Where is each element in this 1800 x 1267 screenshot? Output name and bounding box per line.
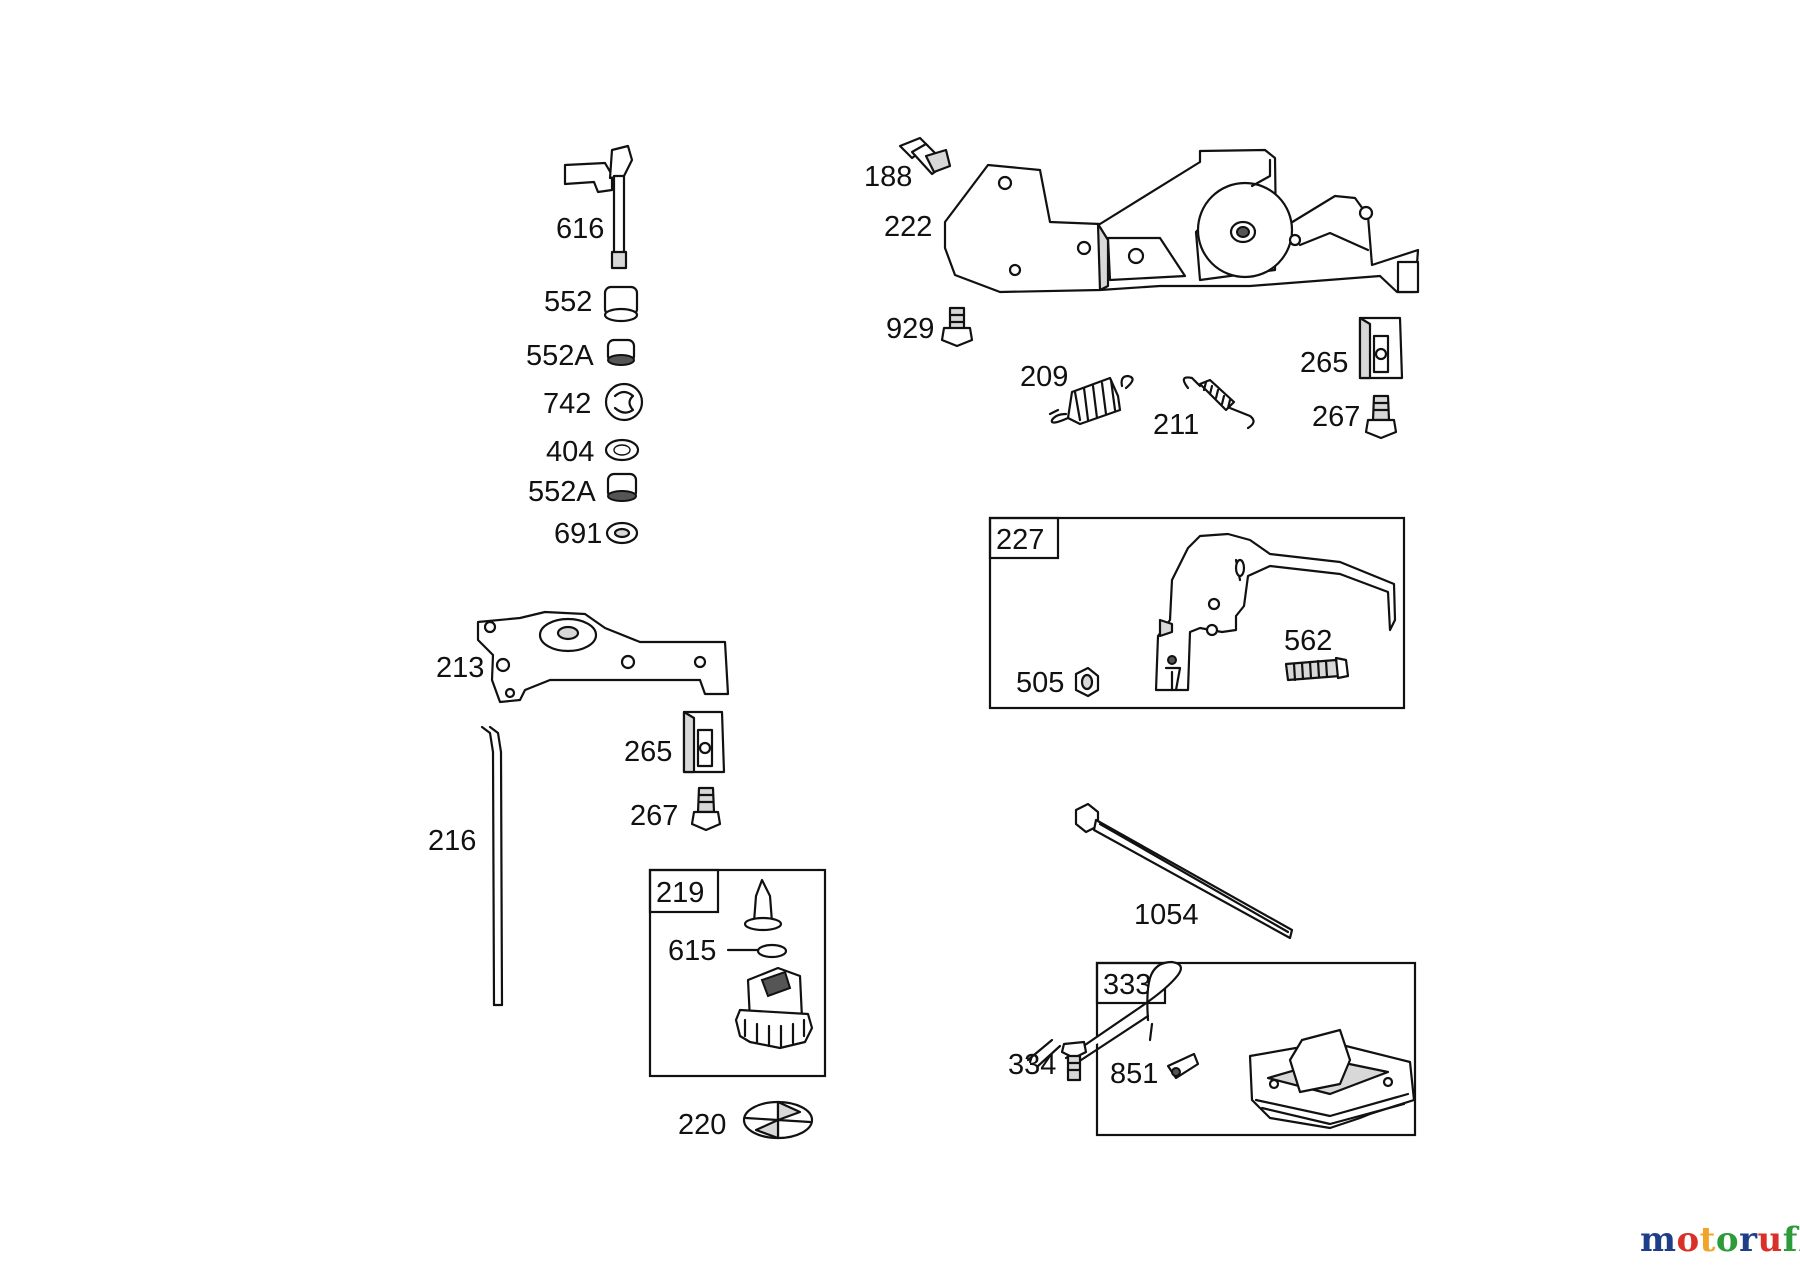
part-188-bolt <box>898 136 952 176</box>
part-404-washer <box>604 438 640 462</box>
label-552: 552 <box>544 286 592 318</box>
logo-suffix: .de <box>1798 1240 1800 1254</box>
label-213: 213 <box>436 652 484 684</box>
label-929: 929 <box>886 313 934 345</box>
label-742: 742 <box>543 388 591 420</box>
part-209-governor-spring <box>1048 374 1134 426</box>
logo-letter-1: o <box>1676 1220 1700 1260</box>
label-334: 334 <box>1008 1049 1056 1081</box>
label-691: 691 <box>554 518 602 550</box>
label-552A-lower: 552A <box>528 476 596 508</box>
logo-letter-4: r <box>1739 1220 1758 1260</box>
part-267-screw-right <box>1364 394 1398 440</box>
label-552A-upper: 552A <box>526 340 594 372</box>
part-334-screw <box>1060 1040 1088 1082</box>
label-562: 562 <box>1284 625 1332 657</box>
label-851: 851 <box>1110 1058 1158 1090</box>
part-220-governor-cup <box>742 1100 814 1140</box>
label-265-left: 265 <box>624 736 672 768</box>
part-265-clamp-right <box>1358 316 1404 380</box>
part-227-bracket <box>1154 532 1397 692</box>
logo-letter-6: f <box>1782 1220 1798 1260</box>
label-222: 222 <box>884 211 932 243</box>
part-265-clamp-left <box>682 710 726 774</box>
label-1054: 1054 <box>1134 899 1199 931</box>
logo-letter-3: o <box>1715 1220 1740 1260</box>
label-209: 209 <box>1020 361 1068 393</box>
part-929-screw <box>940 306 974 348</box>
part-267-screw-left <box>690 786 722 832</box>
motoruf-logo: motoruf.de <box>1640 1220 1800 1260</box>
part-216-link-rod <box>480 725 504 1007</box>
label-265-right: 265 <box>1300 347 1348 379</box>
label-616: 616 <box>556 213 604 245</box>
part-552A-bushing-upper <box>606 338 636 366</box>
label-267-left: 267 <box>630 800 678 832</box>
label-267-right: 267 <box>1312 401 1360 433</box>
part-552A-bushing-lower <box>606 472 638 502</box>
logo-letter-2: t <box>1699 1220 1716 1260</box>
part-222-control-bracket <box>943 148 1420 294</box>
part-562-screw <box>1284 656 1350 682</box>
label-188: 188 <box>864 161 912 193</box>
label-219: 219 <box>656 877 704 909</box>
part-333-ignition-armature <box>1026 960 1416 1130</box>
box-219 <box>648 868 827 1078</box>
part-505-nut <box>1074 666 1100 698</box>
part-851-terminal <box>1166 1052 1200 1080</box>
label-333: 333 <box>1103 969 1151 1001</box>
label-404: 404 <box>546 436 594 468</box>
part-1054-cable-tie <box>1074 802 1294 940</box>
part-616-governor-shaft <box>563 144 634 270</box>
label-227: 227 <box>996 524 1044 556</box>
box-227 <box>988 516 1406 710</box>
label-220: 220 <box>678 1109 726 1141</box>
part-213-governor-lever <box>476 610 730 704</box>
part-742-retaining-ring <box>604 382 644 422</box>
logo-letter-5: u <box>1757 1220 1783 1260</box>
label-615: 615 <box>668 935 716 967</box>
label-216: 216 <box>428 825 476 857</box>
part-552-bushing <box>603 285 639 323</box>
label-505: 505 <box>1016 667 1064 699</box>
part-211-spring <box>1182 376 1255 430</box>
logo-letter-0: m <box>1640 1220 1677 1260</box>
label-211: 211 <box>1153 409 1199 441</box>
part-219-governor-gear <box>734 878 814 1050</box>
part-691-nut <box>605 521 639 545</box>
